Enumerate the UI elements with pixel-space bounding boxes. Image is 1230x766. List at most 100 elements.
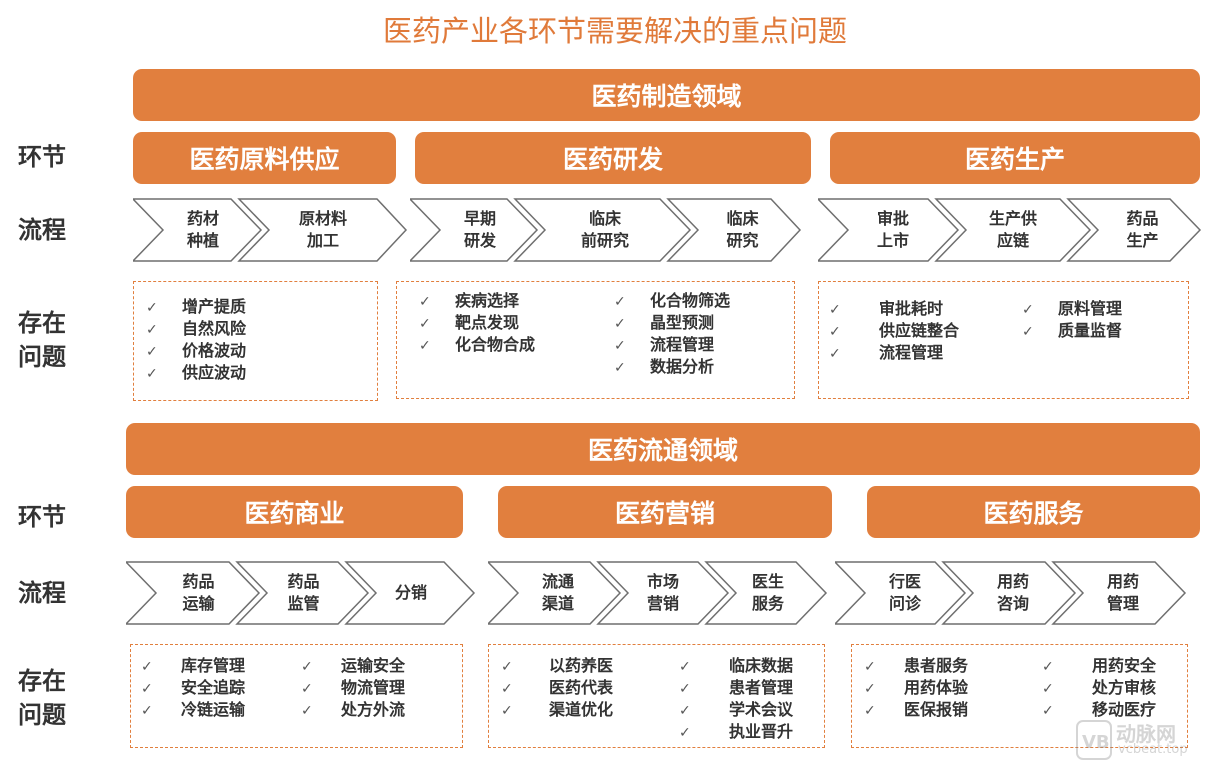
check-icon: ✓ — [301, 659, 313, 675]
list-item: ✓学术会议 — [679, 699, 793, 721]
flow-chevrons — [126, 561, 476, 625]
check-icon: ✓ — [614, 360, 626, 376]
issues-row-label: 存在 问题 — [18, 309, 66, 371]
check-icon: ✓ — [614, 294, 626, 310]
issues-box-service: ✓患者服务 ✓用药体验 ✓医保报销 ✓用药安全 ✓处方审核 ✓移动医疗 — [851, 644, 1188, 748]
flow-step: 流通 渠道 — [541, 572, 574, 613]
check-icon: ✓ — [829, 324, 841, 340]
list-item: ✓流程管理 — [614, 334, 730, 356]
flow-step: 药品 生产 — [1126, 209, 1159, 250]
check-icon: ✓ — [501, 681, 513, 697]
list-item: ✓临床数据 — [679, 655, 793, 677]
flow-step: 医生 服务 — [751, 572, 784, 613]
flow-chevrons — [818, 198, 1202, 262]
check-icon: ✓ — [146, 322, 158, 338]
check-icon: ✓ — [1022, 324, 1034, 340]
list-item: ✓审批耗时 — [829, 298, 959, 320]
check-icon: ✓ — [146, 366, 158, 382]
flow-step: 分销 — [394, 583, 427, 602]
flow-chevrons — [488, 561, 828, 625]
flow-step: 药材 种植 — [186, 209, 219, 250]
check-icon: ✓ — [1042, 703, 1054, 719]
flow-step: 早期 研发 — [463, 209, 496, 250]
segment-bar-service: 医药服务 — [867, 486, 1200, 538]
check-icon: ✓ — [614, 338, 626, 354]
list-item: ✓冷链运输 — [141, 699, 245, 721]
check-icon: ✓ — [141, 681, 153, 697]
check-icon: ✓ — [679, 681, 691, 697]
issues-column: ✓增产提质 ✓自然风险 ✓价格波动 ✓供应波动 — [146, 296, 246, 384]
check-icon: ✓ — [679, 725, 691, 741]
check-icon: ✓ — [146, 344, 158, 360]
watermark-logo: VB 动脉网 vcbeat.top — [1076, 718, 1226, 762]
list-item: ✓患者服务 — [864, 655, 968, 677]
watermark-brand: 动脉网 — [1116, 722, 1176, 746]
issues-column: ✓疾病选择 ✓靶点发现 ✓化合物合成 — [419, 290, 535, 356]
segment-bar-raw-material: 医药原料供应 — [133, 132, 396, 184]
flow-chevrons — [133, 198, 408, 262]
svg-text:VB: VB — [1082, 732, 1110, 753]
segment-row-label: 环节 — [18, 143, 66, 171]
check-icon: ✓ — [141, 703, 153, 719]
check-icon: ✓ — [864, 681, 876, 697]
process-row-label: 流程 — [18, 579, 66, 607]
list-item: ✓物流管理 — [301, 677, 405, 699]
flow-step: 原材料 加工 — [298, 209, 347, 250]
process-flow-commerce: 药品 运输 药品 监管 分销 — [126, 561, 476, 625]
list-item: ✓医保报销 — [864, 699, 968, 721]
list-item: ✓处方外流 — [301, 699, 405, 721]
check-icon: ✓ — [829, 346, 841, 362]
list-item: ✓自然风险 — [146, 318, 246, 340]
check-icon: ✓ — [679, 659, 691, 675]
check-icon: ✓ — [614, 316, 626, 332]
segment-row-label: 环节 — [18, 503, 66, 531]
issues-column: ✓原料管理 ✓质量监督 — [1022, 298, 1122, 342]
process-flow-service: 行医 问诊 用药 咨询 用药 管理 — [835, 561, 1187, 625]
list-item: ✓用药安全 — [1042, 655, 1156, 677]
process-flow-marketing: 流通 渠道 市场 营销 医生 服务 — [488, 561, 828, 625]
list-item: ✓化合物合成 — [419, 334, 535, 356]
issues-box-production: ✓审批耗时 ✓供应链整合 ✓流程管理 ✓原料管理 ✓质量监督 — [818, 281, 1189, 399]
list-item: ✓医药代表 — [501, 677, 613, 699]
process-flow-rnd: 早期 研发 临床 前研究 临床 研究 — [410, 198, 802, 262]
vb-logo-icon: VB — [1076, 720, 1112, 760]
list-item: ✓渠道优化 — [501, 699, 613, 721]
flow-step: 审批 上市 — [876, 209, 909, 250]
watermark-url: vcbeat.top — [1118, 742, 1188, 757]
list-item: ✓价格波动 — [146, 340, 246, 362]
list-item: ✓用药体验 — [864, 677, 968, 699]
check-icon: ✓ — [864, 659, 876, 675]
list-item: ✓晶型预测 — [614, 312, 730, 334]
check-icon: ✓ — [829, 302, 841, 318]
list-item: ✓执业晋升 — [679, 721, 793, 743]
list-item: ✓供应链整合 — [829, 320, 959, 342]
segment-bar-commerce: 医药商业 — [126, 486, 463, 538]
check-icon: ✓ — [419, 294, 431, 310]
flow-chevrons — [410, 198, 802, 262]
process-flow-production: 审批 上市 生产供 应链 药品 生产 — [818, 198, 1202, 262]
issues-column: ✓化合物筛选 ✓晶型预测 ✓流程管理 ✓数据分析 — [614, 290, 730, 378]
list-item: ✓库存管理 — [141, 655, 245, 677]
issues-column: ✓临床数据 ✓患者管理 ✓学术会议 ✓执业晋升 — [679, 655, 793, 743]
list-item: ✓增产提质 — [146, 296, 246, 318]
list-item: ✓患者管理 — [679, 677, 793, 699]
list-item: ✓以药养医 — [501, 655, 613, 677]
segment-bar-production: 医药生产 — [830, 132, 1200, 184]
issues-column: ✓审批耗时 ✓供应链整合 ✓流程管理 — [829, 298, 959, 364]
process-row-label: 流程 — [18, 216, 66, 244]
flow-chevrons — [835, 561, 1187, 625]
check-icon: ✓ — [1022, 302, 1034, 318]
list-item: ✓疾病选择 — [419, 290, 535, 312]
circulation-domain-header: 医药流通领域 — [126, 423, 1200, 475]
check-icon: ✓ — [419, 316, 431, 332]
check-icon: ✓ — [146, 300, 158, 316]
issues-box-marketing: ✓以药养医 ✓医药代表 ✓渠道优化 ✓临床数据 ✓患者管理 ✓学术会议 ✓执业晋… — [488, 644, 825, 748]
issues-column: ✓以药养医 ✓医药代表 ✓渠道优化 — [501, 655, 613, 721]
flow-step: 药品 监管 — [287, 572, 320, 613]
flow-step: 临床 研究 — [726, 209, 759, 250]
segment-bar-rnd: 医药研发 — [415, 132, 811, 184]
list-item: ✓原料管理 — [1022, 298, 1122, 320]
issues-box-rnd: ✓疾病选择 ✓靶点发现 ✓化合物合成 ✓化合物筛选 ✓晶型预测 ✓流程管理 ✓数… — [396, 281, 795, 399]
check-icon: ✓ — [301, 703, 313, 719]
list-item: ✓供应波动 — [146, 362, 246, 384]
